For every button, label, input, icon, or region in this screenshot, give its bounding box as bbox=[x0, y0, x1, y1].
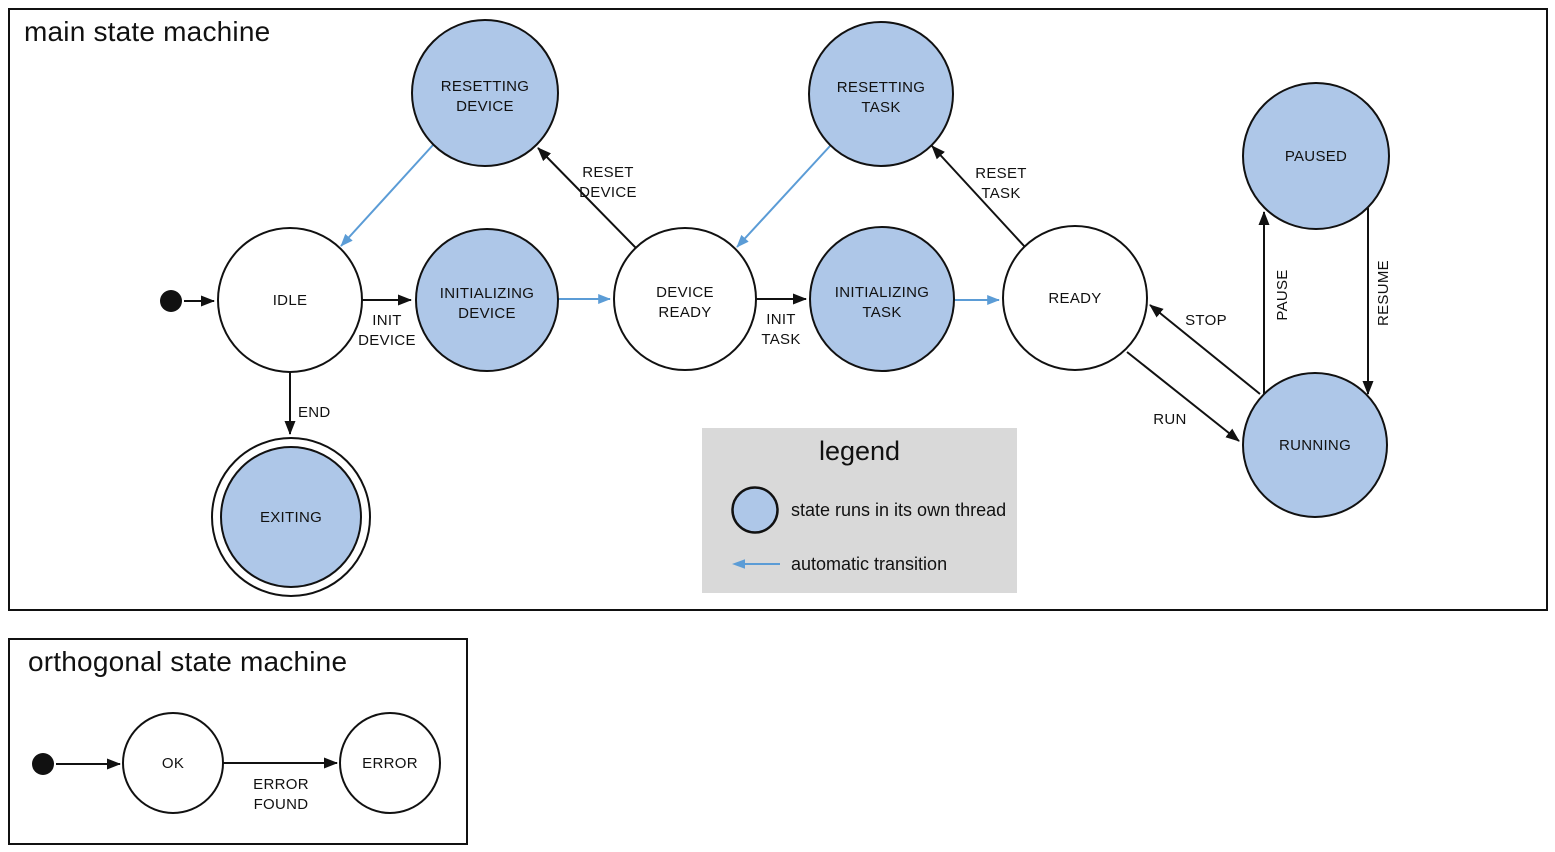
transition-resetdev-idle-arrow bbox=[340, 144, 434, 247]
transition-idle-initdev-label: INIT bbox=[372, 312, 402, 329]
transition-running-ready-label: STOP bbox=[1185, 312, 1227, 329]
transition-devready-resetdev-label: RESET bbox=[582, 164, 634, 181]
state-error bbox=[339, 712, 441, 814]
transition-devready-inittask-label: TASK bbox=[761, 331, 800, 348]
transition-idle-exiting-label: END bbox=[298, 404, 331, 421]
transition-ready-resettask-label: RESET bbox=[975, 165, 1027, 182]
state-exiting-label: EXITING bbox=[260, 509, 322, 526]
state-exiting bbox=[220, 446, 362, 588]
state-device-ready-label: DEVICE bbox=[656, 284, 714, 301]
state-resetting-task-label: RESETTING bbox=[837, 79, 926, 96]
state-running bbox=[1242, 372, 1388, 518]
main-state-machine-title: main state machine bbox=[24, 16, 271, 47]
main-state-machine-panel bbox=[8, 8, 1548, 611]
initial-state-dot bbox=[160, 290, 182, 312]
legend-title: legend bbox=[818, 436, 901, 466]
state-ready bbox=[1002, 225, 1148, 371]
legend-item-threaded-state-label: state runs in its own thread bbox=[791, 500, 1007, 520]
orthogonal-state-machine-title: orthogonal state machine bbox=[28, 646, 348, 677]
transition-resettask-devready-arrow bbox=[736, 145, 831, 248]
state-resetting-device-label: RESETTING bbox=[441, 78, 530, 95]
legend-item-automatic-transition-label: automatic transition bbox=[791, 554, 948, 574]
transition-running-ready-arrow bbox=[1149, 304, 1261, 395]
transition-ok-error-label: FOUND bbox=[254, 796, 309, 813]
initial-state-dot bbox=[32, 753, 54, 775]
state-resetting-task bbox=[808, 21, 954, 167]
state-initializing-task-label: TASK bbox=[862, 304, 901, 321]
transition-ready-resettask-arrow bbox=[931, 145, 1026, 248]
state-device-ready bbox=[613, 227, 757, 371]
state-ok-label: OK bbox=[162, 755, 184, 772]
state-initializing-device bbox=[415, 228, 559, 372]
state-device-ready-label: READY bbox=[658, 304, 711, 321]
state-initializing-task-label: INITIALIZING bbox=[835, 284, 929, 301]
state-ready-label: READY bbox=[1048, 290, 1101, 307]
transition-ready-running-arrow bbox=[1126, 351, 1240, 442]
transition-paused-running-label: RESUME bbox=[1375, 260, 1392, 326]
state-initializing-task bbox=[809, 226, 955, 372]
state-running-label: RUNNING bbox=[1279, 437, 1351, 454]
state-error-label: ERROR bbox=[362, 755, 418, 772]
transition-ok-error-label: ERROR bbox=[253, 776, 309, 793]
state-initializing-device-label: DEVICE bbox=[458, 305, 516, 322]
transition-idle-initdev-label: DEVICE bbox=[358, 332, 416, 349]
transition-devready-resetdev-label: DEVICE bbox=[579, 184, 637, 201]
state-ok bbox=[122, 712, 224, 814]
state-resetting-device-label: DEVICE bbox=[456, 98, 514, 115]
automatic-transition-arrow-icon bbox=[732, 559, 780, 569]
transition-devready-inittask-label: INIT bbox=[766, 311, 796, 328]
state-resetting-task-label: TASK bbox=[861, 99, 900, 116]
state-idle-label: IDLE bbox=[273, 292, 308, 309]
transition-devready-resetdev-arrow bbox=[537, 147, 637, 249]
state-paused-label: PAUSED bbox=[1285, 148, 1347, 165]
state-idle bbox=[217, 227, 363, 373]
state-initializing-device-label: INITIALIZING bbox=[440, 285, 534, 302]
transition-running-paused-label: PAUSE bbox=[1274, 269, 1291, 320]
threaded-state-swatch-icon bbox=[731, 486, 779, 534]
transition-ready-running-label: RUN bbox=[1153, 411, 1186, 428]
state-paused bbox=[1242, 82, 1390, 230]
state-resetting-device bbox=[411, 19, 559, 167]
orthogonal-state-machine-panel bbox=[8, 638, 468, 845]
transition-ready-resettask-label: TASK bbox=[981, 185, 1020, 202]
